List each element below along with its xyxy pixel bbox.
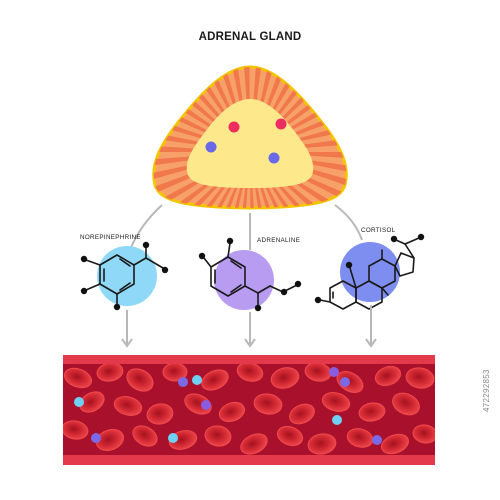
red-blood-cell (126, 368, 154, 392)
red-blood-cell (96, 364, 124, 382)
red-blood-cell (374, 365, 402, 387)
red-blood-cell (270, 367, 300, 389)
adrenaline-circle (214, 250, 274, 310)
gland-ray (235, 179, 249, 208)
adrenaline-molecule (198, 237, 302, 312)
vessel-wall-bottom (63, 455, 435, 465)
gland-ray (267, 172, 326, 208)
hormone-dot (74, 397, 84, 407)
red-blood-cell (405, 367, 435, 389)
blood-vessel (63, 355, 435, 465)
norepinephrine-circle (97, 246, 157, 306)
hormone-dot (332, 415, 342, 425)
cortisol-circle (340, 242, 400, 302)
diagram-title: ADRENAL GLAND (199, 31, 302, 43)
red-blood-cell (276, 425, 304, 447)
red-blood-cell (113, 396, 143, 416)
red-blood-cells (63, 364, 435, 455)
gland-ray (257, 178, 287, 208)
red-blood-cell (162, 364, 188, 382)
red-blood-cell (146, 403, 174, 425)
gland-ray (193, 176, 238, 208)
red-blood-cell (358, 402, 386, 422)
arrows-to-bloodstream (121, 305, 377, 348)
label-adrenaline: ADRENALINE (257, 237, 300, 244)
red-blood-cell (253, 393, 283, 415)
red-blood-cell (392, 392, 420, 416)
stock-id: 472292853 (482, 369, 491, 412)
cortisol-molecule (314, 233, 425, 310)
hormone-dot-red (228, 121, 240, 133)
label-cortisol: CORTISOL (361, 227, 396, 234)
hormone-dot (178, 377, 188, 387)
red-blood-cell (79, 391, 105, 413)
red-blood-cell (307, 433, 337, 455)
hormone-dot (168, 433, 178, 443)
norepinephrine-molecule (80, 241, 169, 311)
hormone-dot (372, 435, 382, 445)
red-blood-cell (236, 364, 264, 382)
red-blood-cell (132, 425, 158, 447)
gland-ray (261, 176, 301, 208)
hormone-dot (201, 400, 211, 410)
red-blood-cell (218, 401, 246, 423)
red-blood-cell (321, 392, 351, 412)
gland-ray (264, 174, 314, 208)
red-blood-cell (380, 433, 410, 455)
vessel-wall-top (63, 355, 435, 365)
gland-ray (254, 179, 273, 208)
bloodstream-hormone-dots (74, 367, 382, 445)
hormone-dot-red (275, 118, 287, 130)
hormone-dot (91, 433, 101, 443)
gland-ray (206, 177, 241, 208)
red-blood-cell (204, 425, 232, 447)
hormone-dot-blue (205, 141, 217, 153)
gland-ray (250, 179, 258, 208)
red-blood-cell (201, 369, 229, 391)
red-blood-cell (289, 403, 315, 425)
hormone-dot (192, 375, 202, 385)
red-blood-cell (412, 424, 435, 444)
red-blood-cell (63, 367, 93, 389)
red-blood-cell (95, 428, 125, 452)
red-blood-cell (240, 433, 268, 455)
gland-ray (221, 179, 245, 208)
connector-lines (129, 204, 363, 251)
hormone-dot-blue (268, 152, 280, 164)
hormone-dot (340, 377, 350, 387)
hormone-dot (329, 367, 339, 377)
red-blood-cell (63, 420, 89, 440)
label-norepinephrine: NOREPINEPHRINE (80, 234, 141, 241)
